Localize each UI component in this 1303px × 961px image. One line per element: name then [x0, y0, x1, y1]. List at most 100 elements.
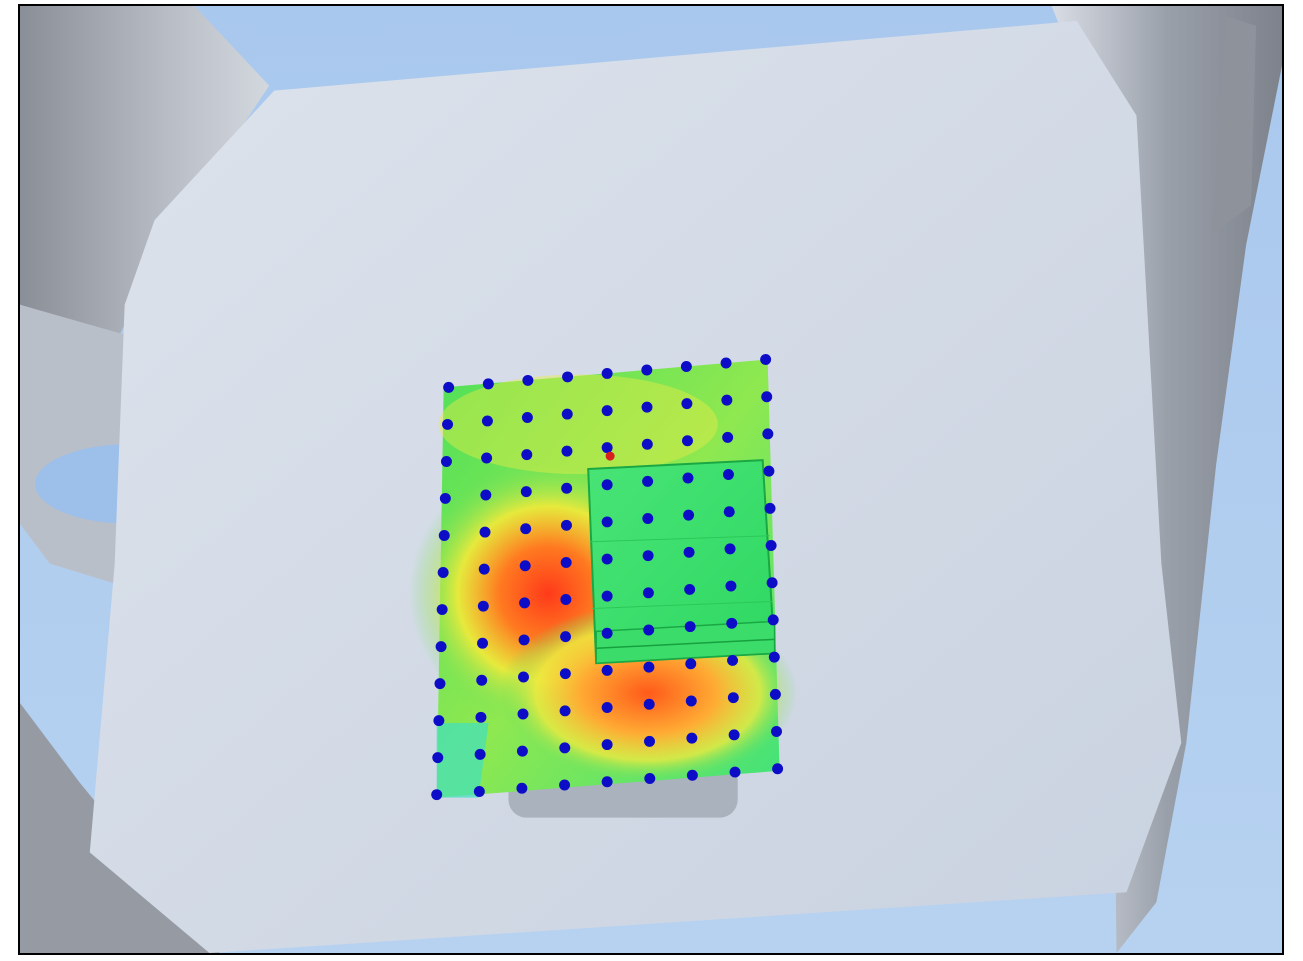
probe-point[interactable]	[440, 455, 452, 467]
component-block[interactable]	[587, 459, 776, 665]
probe-point[interactable]	[434, 678, 446, 690]
probe-point[interactable]	[520, 486, 532, 498]
probe-point[interactable]	[431, 789, 443, 801]
probe-point[interactable]	[561, 445, 573, 457]
probe-point[interactable]	[766, 577, 778, 589]
probe-point[interactable]	[474, 748, 486, 760]
probe-point-grid[interactable]	[431, 354, 784, 801]
probe-point[interactable]	[476, 674, 488, 686]
probe-point[interactable]	[762, 428, 774, 440]
probe-point[interactable]	[601, 590, 613, 602]
probe-point[interactable]	[601, 405, 613, 417]
probe-point[interactable]	[727, 692, 739, 704]
probe-point[interactable]	[439, 492, 451, 504]
probe-point[interactable]	[682, 435, 693, 447]
probe-point[interactable]	[729, 766, 741, 778]
probe-point[interactable]	[477, 637, 489, 649]
probe-point[interactable]	[561, 482, 573, 494]
probe-point[interactable]	[521, 449, 533, 461]
probe-point[interactable]	[436, 604, 448, 616]
probe-point[interactable]	[438, 529, 450, 541]
probe-point[interactable]	[601, 664, 613, 676]
probe-point[interactable]	[686, 769, 698, 781]
probe-point[interactable]	[562, 371, 574, 383]
probe-point[interactable]	[482, 378, 494, 390]
probe-point[interactable]	[520, 523, 532, 535]
probe-point[interactable]	[601, 739, 613, 751]
probe-point[interactable]	[559, 668, 571, 680]
probe-point[interactable]	[641, 438, 653, 450]
probe-point[interactable]	[726, 617, 738, 629]
probe-point[interactable]	[561, 408, 573, 420]
probe-point[interactable]	[559, 742, 571, 754]
probe-point[interactable]	[720, 357, 732, 369]
probe-point[interactable]	[682, 472, 694, 484]
probe-point[interactable]	[433, 715, 445, 727]
selected-probe-marker[interactable]	[605, 451, 615, 461]
probe-point[interactable]	[684, 583, 696, 595]
probe-point[interactable]	[641, 401, 653, 413]
probe-point[interactable]	[642, 513, 654, 525]
probe-point[interactable]	[478, 563, 490, 575]
probe-point[interactable]	[481, 415, 493, 427]
probe-point[interactable]	[517, 708, 529, 720]
probe-point[interactable]	[772, 763, 784, 775]
probe-point[interactable]	[771, 726, 782, 738]
probe-point[interactable]	[769, 688, 781, 700]
probe-point[interactable]	[722, 431, 734, 443]
probe-point[interactable]	[560, 556, 572, 568]
probe-point[interactable]	[516, 745, 528, 757]
probe-point[interactable]	[473, 786, 485, 797]
probe-point[interactable]	[437, 567, 449, 578]
probe-point[interactable]	[479, 526, 491, 538]
probe-point[interactable]	[684, 621, 696, 633]
probe-point[interactable]	[560, 631, 572, 643]
probe-point[interactable]	[480, 489, 492, 501]
probe-point[interactable]	[519, 597, 531, 609]
probe-point[interactable]	[765, 540, 777, 551]
probe-point[interactable]	[722, 469, 734, 480]
probe-point[interactable]	[601, 702, 613, 714]
probe-point[interactable]	[601, 627, 613, 639]
probe-point[interactable]	[516, 782, 528, 794]
probe-point[interactable]	[760, 354, 772, 365]
probe-point[interactable]	[763, 465, 775, 477]
probe-point[interactable]	[681, 398, 693, 410]
probe-point[interactable]	[519, 560, 531, 572]
probe-point[interactable]	[685, 695, 697, 707]
probe-point[interactable]	[643, 698, 655, 710]
probe-point[interactable]	[443, 381, 455, 393]
probe-point[interactable]	[642, 475, 654, 487]
probe-point[interactable]	[601, 442, 613, 454]
probe-point[interactable]	[559, 779, 571, 791]
probe-point[interactable]	[559, 705, 571, 717]
probe-point[interactable]	[768, 651, 780, 663]
probe-point[interactable]	[477, 600, 489, 612]
probe-point[interactable]	[601, 776, 613, 788]
probe-point[interactable]	[644, 735, 655, 747]
probe-point[interactable]	[683, 509, 695, 521]
probe-point[interactable]	[475, 711, 487, 723]
probe-point[interactable]	[680, 361, 692, 372]
probe-point[interactable]	[432, 752, 444, 764]
probe-point[interactable]	[521, 411, 533, 423]
probe-point[interactable]	[435, 641, 447, 653]
probe-point[interactable]	[727, 654, 739, 666]
probe-point[interactable]	[642, 587, 654, 599]
probe-point[interactable]	[518, 634, 530, 646]
probe-point[interactable]	[601, 367, 613, 379]
3d-scene[interactable]	[20, 6, 1282, 953]
probe-point[interactable]	[761, 391, 773, 403]
probe-point[interactable]	[644, 773, 656, 785]
probe-point[interactable]	[767, 614, 779, 626]
probe-point[interactable]	[601, 516, 613, 528]
probe-point[interactable]	[686, 732, 698, 744]
probe-point[interactable]	[518, 671, 529, 683]
probe-point[interactable]	[643, 624, 655, 636]
probe-point[interactable]	[685, 658, 697, 670]
probe-point[interactable]	[442, 418, 454, 430]
probe-point[interactable]	[522, 374, 534, 386]
probe-point[interactable]	[683, 546, 695, 558]
viewport-frame[interactable]	[18, 4, 1284, 955]
probe-point[interactable]	[724, 543, 736, 555]
